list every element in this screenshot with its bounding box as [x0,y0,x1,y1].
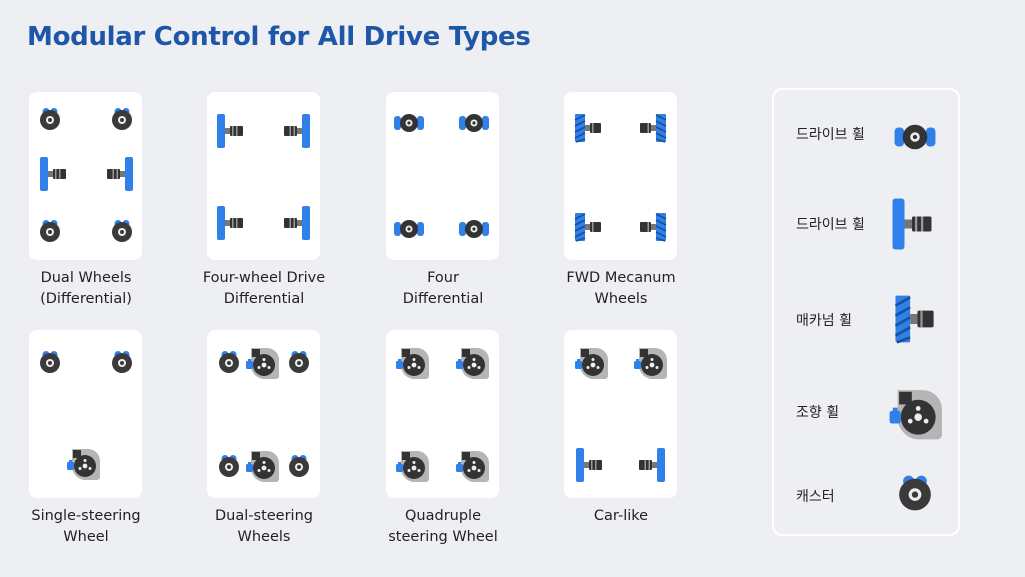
steering-wheel-icon [456,451,489,482]
steering-wheel-icon [396,348,429,379]
drive-wheel-side-icon [394,220,424,238]
steering-wheel-icon [575,348,608,379]
drive-wheel-front-icon [284,206,310,240]
drive-wheel-side-icon [459,114,489,132]
drive-wheel-front-icon [892,198,932,250]
caster-icon [40,108,60,130]
steering-wheel-icon [246,348,279,379]
steering-wheel-icon [396,451,429,482]
drive-wheel-front-icon [576,448,602,482]
caster-icon [112,351,132,373]
legend-panel [772,88,960,536]
mecanum-wheel-icon [640,114,667,143]
caster-icon [219,351,239,373]
caster-icon [112,220,132,242]
page-title: Modular Control for All Drive Types [27,22,531,52]
caster-icon [219,455,239,477]
legend-label: 조향 휠 [796,405,840,421]
drive-wheel-front-icon [107,157,133,191]
caster-icon [289,455,309,477]
config-card-four-wheel-drive [207,92,320,260]
mecanum-wheel-icon [640,213,667,242]
steering-wheel-icon [634,348,667,379]
legend-label: 드라이브 휠 [796,127,865,143]
caster-icon [40,351,60,373]
steering-wheel-icon [889,390,942,440]
caster-icon [40,220,60,242]
drive-wheel-front-icon [639,448,665,482]
drive-wheel-side-icon [459,220,489,238]
drive-wheel-front-icon [217,114,243,148]
legend-label: 드라이브 휠 [796,217,865,233]
caster-icon [112,108,132,130]
legend-label: 캐스터 [796,489,835,505]
config-caption: Car-like [593,508,649,524]
drive-wheel-front-icon [40,157,66,191]
drive-wheel-front-icon [217,206,243,240]
steering-wheel-icon [456,348,489,379]
steering-wheel-icon [67,449,100,480]
caster-icon [289,351,309,373]
drive-wheel-side-icon [394,114,424,132]
caster-icon [899,475,931,511]
legend-label: 매카넘 휠 [796,313,852,329]
steering-wheel-icon [246,451,279,482]
mecanum-wheel-icon [574,114,601,143]
drive-wheel-front-icon [284,114,310,148]
mecanum-wheel-icon [574,213,601,242]
drive-wheel-side-icon [894,124,936,150]
mecanum-wheel-icon [894,295,934,344]
config-caption: Dual Wheels(Differential) [40,270,132,307]
